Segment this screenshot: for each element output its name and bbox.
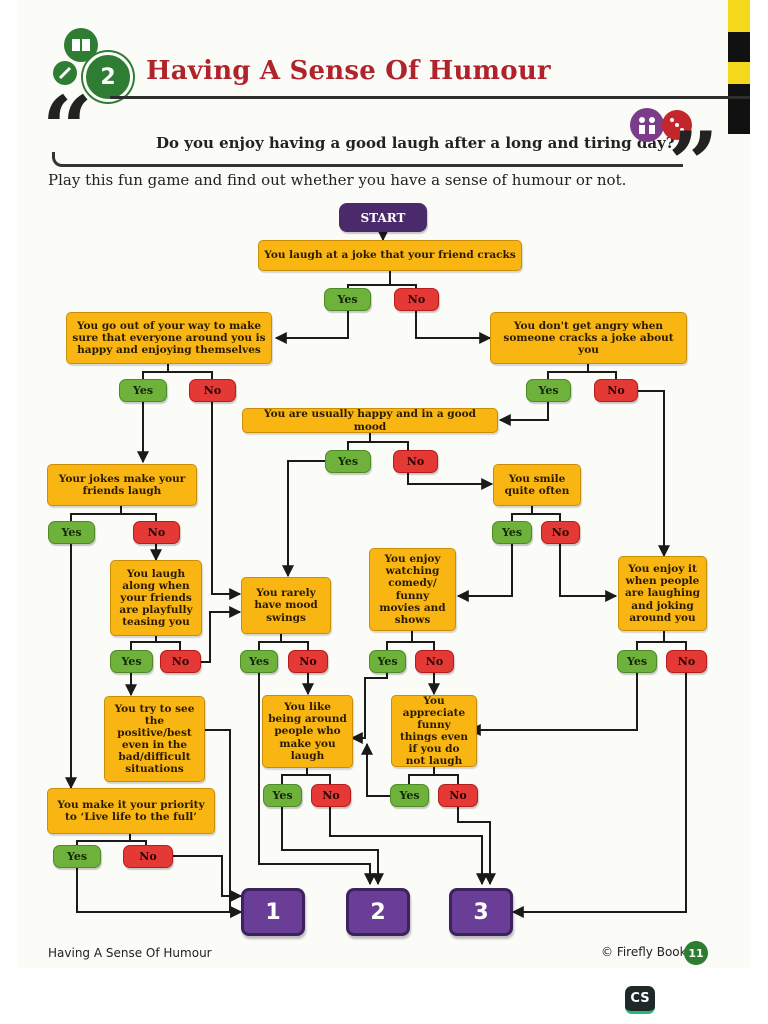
no-pill: No bbox=[123, 845, 173, 868]
statement-laugh-at-joke: You laugh at a joke that your friend cra… bbox=[258, 240, 522, 271]
no-pill: No bbox=[393, 450, 438, 473]
statement-rarely-mood-swings: You rarely have mood swings bbox=[241, 577, 331, 634]
no-pill: No bbox=[288, 650, 328, 673]
yes-pill: Yes bbox=[53, 845, 101, 868]
yes-pill: Yes bbox=[390, 784, 429, 807]
yes-pill: Yes bbox=[119, 379, 167, 402]
statement-like-funny-people: You like being around people who make yo… bbox=[262, 695, 353, 768]
statement-smile-often: You smile quite often bbox=[493, 464, 581, 506]
no-pill: No bbox=[415, 650, 454, 673]
statement-appreciate-funny-things: You appreciate funny things even if you … bbox=[391, 695, 477, 767]
statement-jokes-make-friends-laugh: Your jokes make your friends laugh bbox=[47, 464, 197, 506]
pencil-icon bbox=[53, 61, 77, 85]
yes-pill: Yes bbox=[369, 650, 406, 673]
no-pill: No bbox=[666, 650, 707, 673]
chapter-title: Having A Sense Of Humour bbox=[146, 56, 551, 86]
statement-enjoy-comedy: You enjoy watching comedy/ funny movies … bbox=[369, 548, 456, 631]
statement-happy-mood: You are usually happy and in a good mood bbox=[242, 408, 498, 433]
footer-chapter-name: Having A Sense Of Humour bbox=[48, 946, 212, 960]
page-number: 11 bbox=[684, 941, 708, 965]
yes-pill: Yes bbox=[526, 379, 571, 402]
statement-laugh-when-teased: You laugh along when your friends are pl… bbox=[110, 560, 202, 636]
result-1: 1 bbox=[241, 888, 305, 936]
values-icon bbox=[630, 108, 664, 142]
intro-text: Play this fun game and find out whether … bbox=[48, 171, 627, 189]
scanner-app-logo: CS bbox=[625, 986, 655, 1014]
yes-pill: Yes bbox=[325, 450, 371, 473]
question-divider bbox=[52, 152, 683, 167]
yes-pill: Yes bbox=[240, 650, 278, 673]
chapter-number: 2 bbox=[83, 52, 133, 102]
statement-see-the-positive: You try to see the positive/best even in… bbox=[104, 696, 205, 782]
start-node: START bbox=[339, 203, 427, 232]
no-pill: No bbox=[311, 784, 351, 807]
dice-icon bbox=[662, 110, 692, 140]
question-text: Do you enjoy having a good laugh after a… bbox=[156, 134, 675, 152]
statement-live-life-to-the-full: You make it your priority to ‘Live life … bbox=[47, 788, 215, 834]
statement-out-of-your-way: You go out of your way to make sure that… bbox=[66, 312, 272, 364]
yes-pill: Yes bbox=[492, 521, 532, 544]
statement-enjoy-people-laughing: You enjoy it when people are laughing an… bbox=[618, 556, 707, 631]
no-pill: No bbox=[133, 521, 180, 544]
no-pill: No bbox=[394, 288, 439, 311]
footer-publisher: © Firefly Books bbox=[601, 945, 693, 959]
no-pill: No bbox=[541, 521, 580, 544]
yes-pill: Yes bbox=[263, 784, 302, 807]
open-quote-mark: “ bbox=[42, 76, 93, 180]
yes-pill: Yes bbox=[48, 521, 95, 544]
result-2: 2 bbox=[346, 888, 410, 936]
no-pill: No bbox=[438, 784, 478, 807]
statement-not-angry: You don't get angry when someone cracks … bbox=[490, 312, 687, 364]
title-divider bbox=[110, 96, 750, 99]
close-quote-mark: ” bbox=[668, 112, 719, 216]
no-pill: No bbox=[189, 379, 236, 402]
yes-pill: Yes bbox=[324, 288, 371, 311]
no-pill: No bbox=[160, 650, 201, 673]
yes-pill: Yes bbox=[617, 650, 657, 673]
no-pill: No bbox=[594, 379, 638, 402]
result-3: 3 bbox=[449, 888, 513, 936]
yes-pill: Yes bbox=[110, 650, 153, 673]
